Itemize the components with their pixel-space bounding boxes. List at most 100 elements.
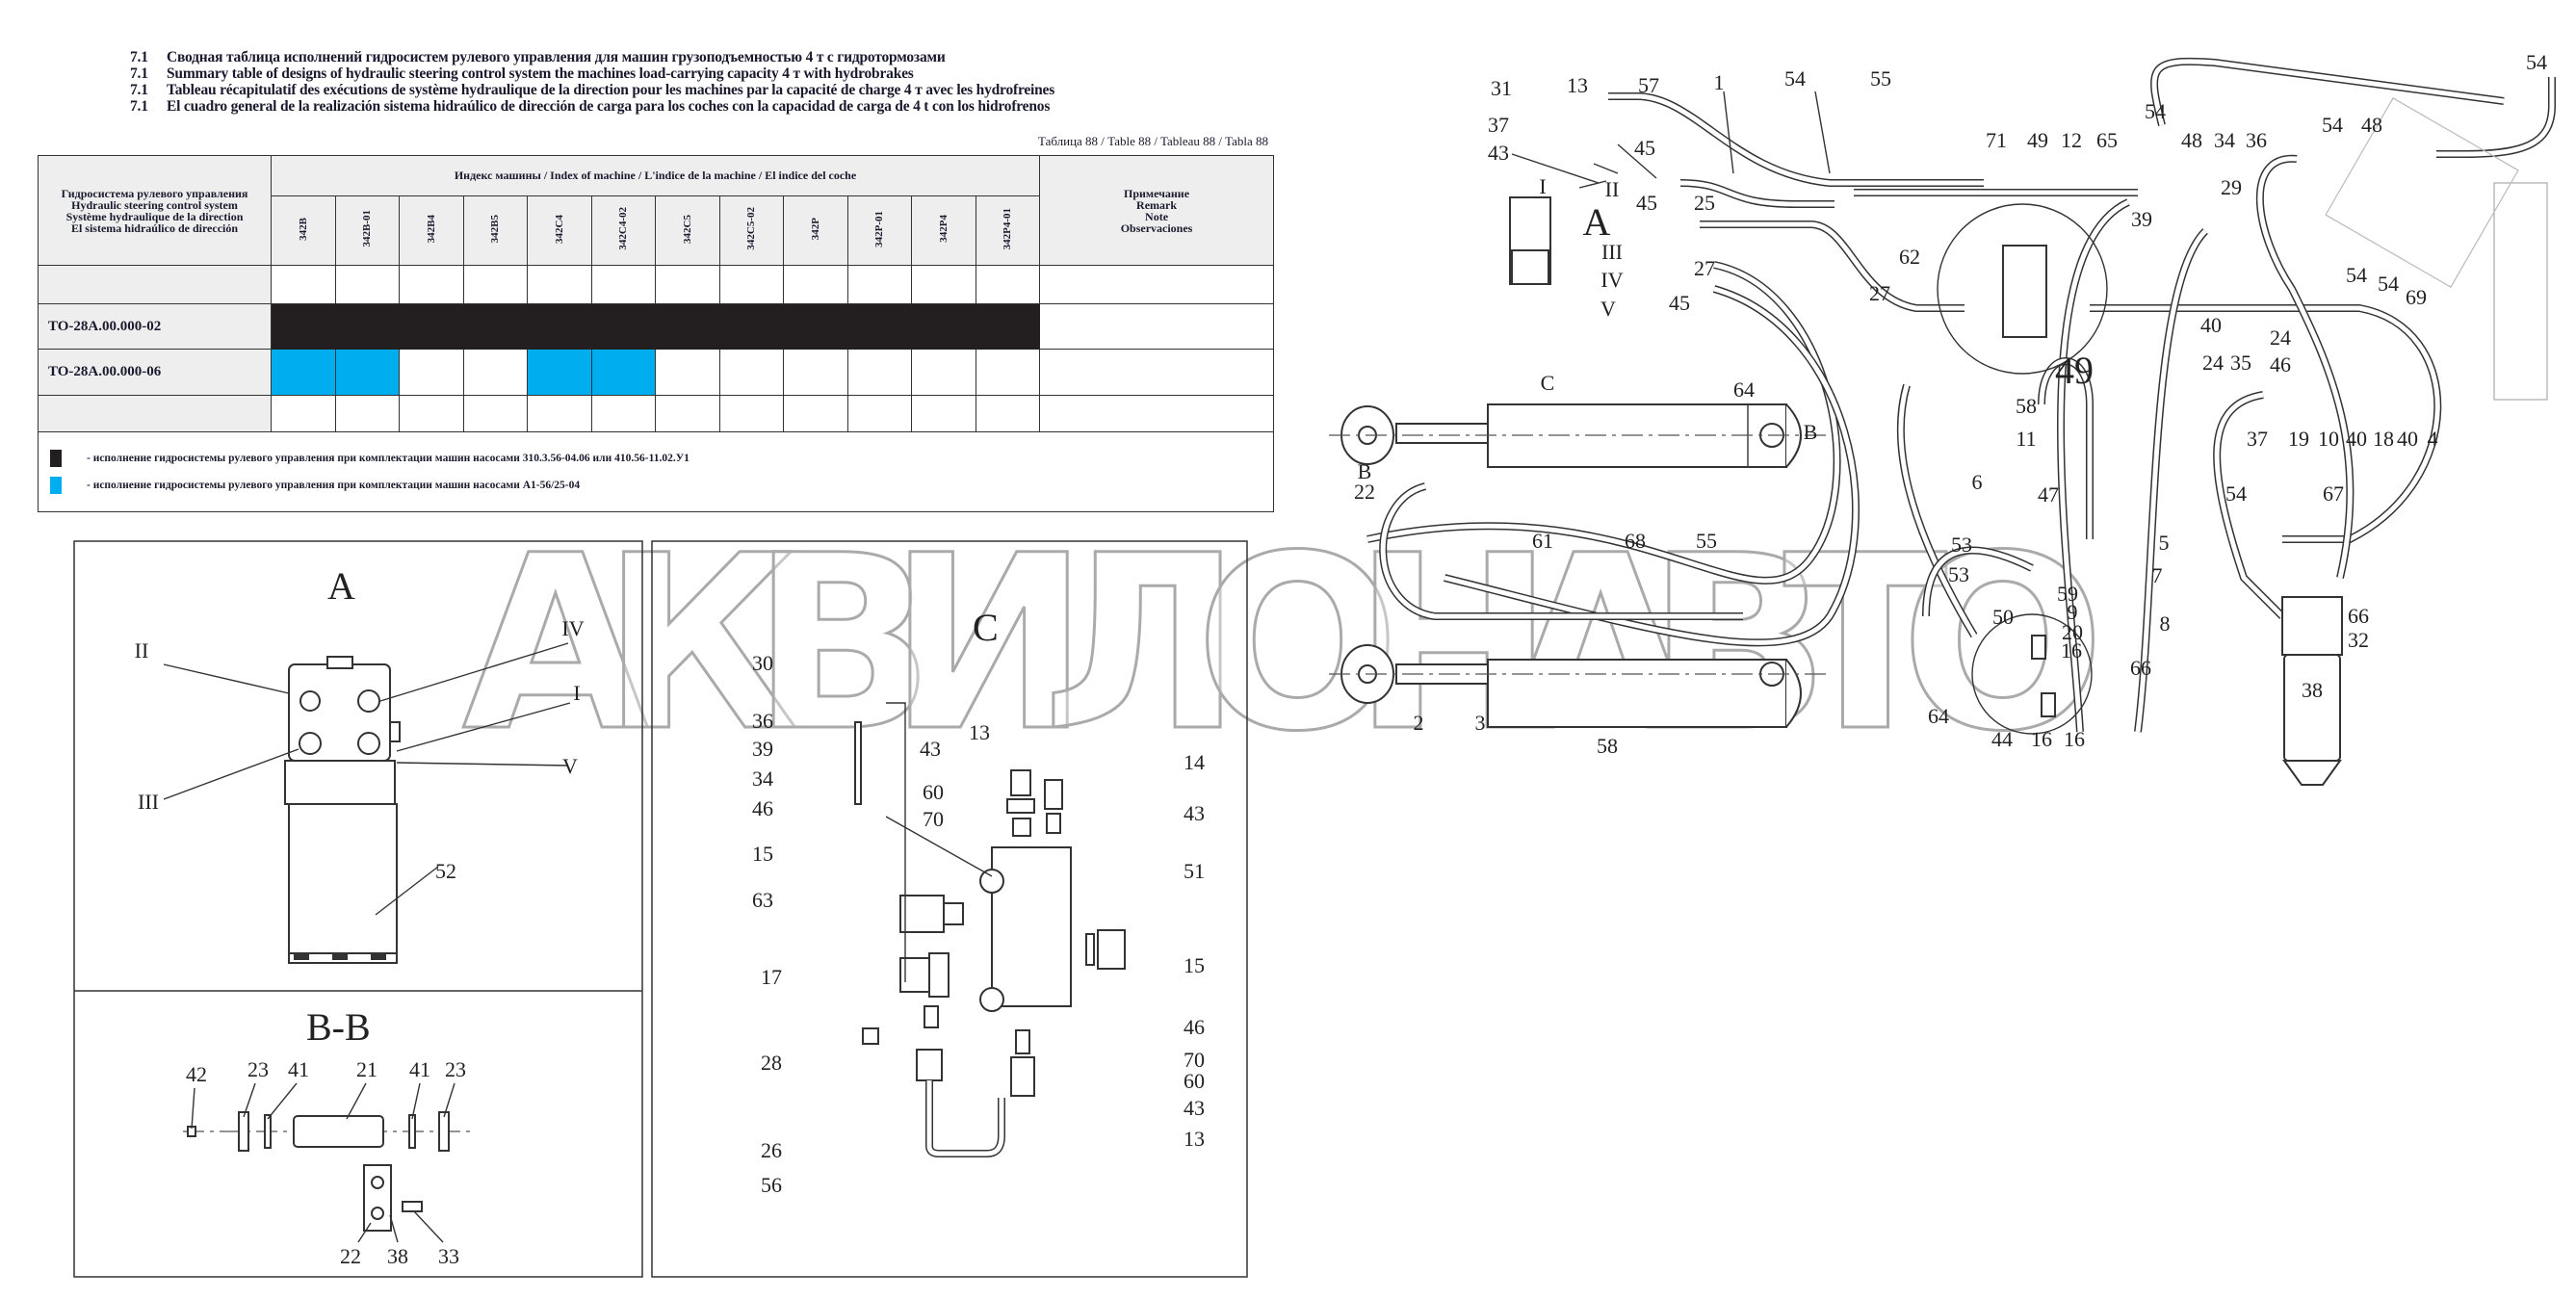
view-a-title: A bbox=[327, 564, 355, 608]
callout-label: 29 bbox=[2221, 175, 2242, 199]
callout-label: 12 bbox=[2061, 128, 2082, 152]
applicability-cell bbox=[399, 395, 464, 432]
applicability-cell bbox=[655, 303, 720, 350]
applicability-cell bbox=[590, 265, 656, 304]
section-number: 7.1 bbox=[130, 98, 148, 115]
callout-label: V bbox=[1600, 297, 1616, 321]
callout-label: 42 bbox=[186, 1062, 207, 1086]
callout-label: 41 bbox=[288, 1057, 309, 1081]
callout-label: 24 bbox=[2202, 351, 2224, 375]
applicability-cell bbox=[975, 349, 1041, 396]
callout-label: 54 bbox=[2145, 99, 2166, 123]
callout-label: 10 bbox=[2318, 427, 2339, 451]
steering-unit-drawing bbox=[163, 642, 571, 964]
applicability-cell bbox=[271, 265, 336, 304]
callout-label: 31 bbox=[1491, 76, 1512, 100]
applicability-cell bbox=[846, 395, 912, 432]
callout-label: V bbox=[562, 754, 578, 778]
applicability-cell bbox=[718, 265, 784, 304]
applicability-cell bbox=[399, 349, 464, 396]
callout-label: 23 bbox=[445, 1057, 466, 1081]
callout-label: 43 bbox=[1184, 1096, 1205, 1120]
view-c-labels: 3036393446156317282656134360701443511546… bbox=[752, 651, 1205, 1197]
callout-label: 23 bbox=[247, 1057, 269, 1081]
machine-index: 342C5-02 bbox=[745, 207, 758, 250]
callout-label: 51 bbox=[1184, 859, 1205, 883]
callout-label: 66 bbox=[2130, 656, 2151, 680]
callout-label: 43 bbox=[1488, 141, 1509, 165]
callout-label: 9 bbox=[2068, 600, 2078, 624]
callout-label: 27 bbox=[1694, 256, 1715, 280]
row-system-name bbox=[38, 395, 272, 432]
callout-label: 25 bbox=[1694, 191, 1715, 215]
callout-label: 38 bbox=[2302, 678, 2323, 702]
callout-label: 70 bbox=[923, 807, 944, 831]
callout-label: 7 bbox=[2152, 563, 2163, 587]
machine-index: 342P-01 bbox=[873, 210, 886, 247]
callout-label: 59 bbox=[2057, 582, 2078, 606]
applicability-cell bbox=[462, 265, 528, 304]
applicability-cell bbox=[718, 303, 784, 350]
designs-table: Гидросистема рулевого управления Hydraul… bbox=[37, 155, 1275, 512]
callout-label: 5 bbox=[2159, 531, 2170, 555]
callout-label: 15 bbox=[752, 842, 773, 866]
callout-label: 8 bbox=[2160, 611, 2171, 636]
callout-label: 36 bbox=[752, 709, 773, 733]
applicability-cell bbox=[975, 265, 1041, 304]
callout-label: 6 bbox=[1972, 470, 1983, 494]
callout-label: 30 bbox=[752, 651, 773, 675]
table-caption: Таблица 88 / Table 88 / Tableau 88 / Tab… bbox=[1037, 134, 1268, 148]
machine-col-header: 342P4-01 bbox=[975, 195, 1041, 266]
callout-label: 53 bbox=[1948, 562, 1969, 586]
applicability-cell bbox=[271, 303, 336, 350]
applicability-cell bbox=[911, 303, 976, 350]
applicability-cell bbox=[527, 265, 592, 304]
applicability-cell bbox=[718, 395, 784, 432]
callout-label: 14 bbox=[1184, 750, 1205, 774]
legend-text: - исполнение гидросистемы рулевого управ… bbox=[87, 453, 690, 464]
callout-label: 40 bbox=[2200, 313, 2222, 337]
callout-label: 69 bbox=[2406, 285, 2427, 309]
callout-label: 18 bbox=[2373, 427, 2394, 451]
applicability-cell bbox=[911, 349, 976, 396]
callout-label: 17 bbox=[761, 965, 782, 989]
callout-label: 49 bbox=[2055, 349, 2094, 392]
header-remark-en: Remark bbox=[1136, 197, 1178, 212]
legend-item-cyan: - исполнение гидросистемы рулевого управ… bbox=[50, 477, 1262, 494]
applicability-cell bbox=[655, 349, 720, 396]
remark-cell bbox=[1039, 395, 1275, 432]
callout-label: 37 bbox=[1488, 113, 1509, 137]
machine-col-header: 342B bbox=[271, 195, 336, 266]
machine-col-header: 342C4 bbox=[527, 195, 592, 266]
callout-label: 47 bbox=[2038, 482, 2059, 507]
remark-cell bbox=[1039, 303, 1275, 350]
callout-label: I bbox=[573, 681, 580, 705]
table-row: TO-28A.00.000-02 bbox=[38, 303, 1275, 350]
callout-label: 61 bbox=[1532, 529, 1553, 553]
callout-label: 1 bbox=[1714, 70, 1725, 94]
callout-label: III bbox=[1601, 240, 1623, 264]
section-number: 7.1 bbox=[130, 65, 148, 82]
section-number: 7.1 bbox=[130, 49, 148, 65]
callout-label: 43 bbox=[1184, 801, 1205, 825]
applicability-cell bbox=[462, 303, 528, 350]
callout-label: 46 bbox=[1184, 1015, 1205, 1039]
callout-label: 46 bbox=[752, 796, 773, 820]
machine-col-header: 342C5-02 bbox=[718, 195, 784, 266]
header-index: Индекс машины / Index of machine / L'ind… bbox=[270, 155, 1041, 196]
machine-index: 342B bbox=[297, 217, 309, 241]
row-system-name: TO-28A.00.000-06 bbox=[38, 349, 272, 396]
applicability-cell bbox=[462, 395, 528, 432]
callout-label: 53 bbox=[1951, 533, 1972, 557]
callout-label: 20 bbox=[2062, 620, 2083, 644]
machine-col-header: 342C5 bbox=[655, 195, 720, 266]
header-system-ru: Гидросистема рулевого управления bbox=[61, 186, 248, 200]
legend-swatch bbox=[50, 450, 62, 467]
callout-label: 55 bbox=[1696, 529, 1717, 553]
